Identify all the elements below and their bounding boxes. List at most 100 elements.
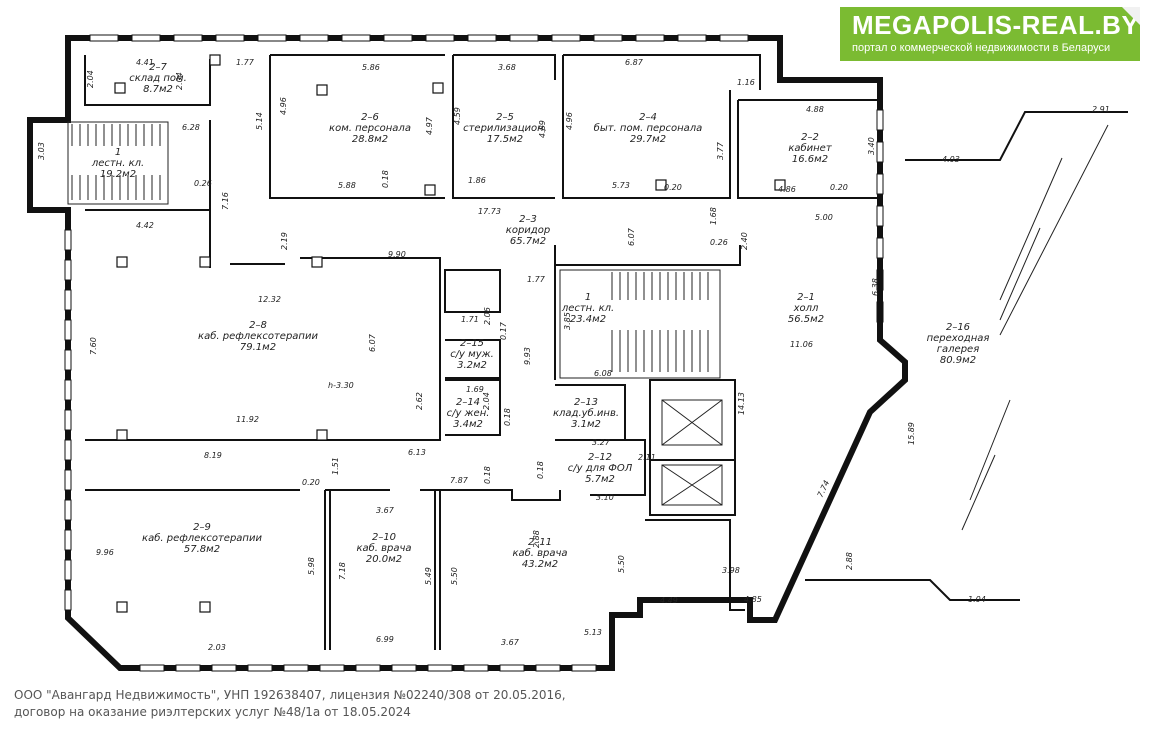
room-label-line: 2–12 (588, 452, 612, 463)
window (64, 229, 72, 251)
dimension-label: 2.03 (208, 643, 226, 652)
dimension-label: 2.40 (740, 232, 749, 250)
room-label-line: ком. персонала (329, 123, 411, 134)
dimension-label: 3.77 (716, 141, 725, 160)
dimension-label: 1.04 (968, 595, 986, 604)
dimension-label: 0.18 (483, 466, 492, 484)
dimension-label: 4.86 (778, 185, 796, 194)
window (719, 34, 749, 42)
dimension-label: 17.73 (478, 207, 501, 216)
dimension-label: 1.51 (331, 457, 340, 475)
dimension-label: 1.77 (236, 58, 255, 67)
window (383, 34, 413, 42)
structural-column (199, 256, 211, 268)
room-label-line: 2–2 (801, 132, 819, 143)
room-label-line: 3.2м2 (457, 360, 487, 371)
window (593, 34, 623, 42)
window (139, 664, 165, 672)
dimension-label: 3.98 (722, 566, 740, 575)
room-label-line: 2–10 (372, 532, 396, 543)
room-label-line: склад пом. (129, 73, 187, 84)
dimension-label: 11.06 (790, 340, 813, 349)
room-label-line: лестн. кл. (561, 303, 614, 314)
stair-frame (67, 121, 169, 205)
dimension-label: 2.04 (175, 72, 184, 90)
window (89, 34, 119, 42)
dimension-label: 6.28 (182, 123, 200, 132)
room-label-line: 2–4 (639, 112, 657, 123)
room-label-line: 2–5 (496, 112, 514, 123)
window (551, 34, 581, 42)
interior-walls (84, 54, 883, 650)
brand-banner[interactable]: MEGAPOLIS-REAL.BY портал о коммерческой … (840, 7, 1140, 61)
dimension-label: 15.89 (907, 422, 916, 445)
dimension-label: 0.20 (830, 183, 848, 192)
structural-column (316, 429, 328, 441)
structural-column (655, 179, 667, 191)
dimension-label: 4.42 (136, 221, 154, 230)
dimension-label: 2.88 (845, 552, 854, 570)
dimension-label: 12.32 (258, 295, 281, 304)
dimension-label: 0.26 (194, 179, 212, 188)
room-label-line: клад.уб.инв. (553, 407, 619, 419)
window (299, 34, 329, 42)
window (64, 439, 72, 461)
dimension-label: 7.18 (338, 562, 347, 580)
stair-frame (559, 269, 721, 379)
room-label-line: лестн. кл. (91, 158, 144, 169)
window (427, 664, 453, 672)
room-label-line: холл (793, 303, 819, 314)
window (509, 34, 539, 42)
room-label-line: 28.8м2 (352, 134, 388, 145)
footer-legal-text: ООО "Авангард Недвижимость", УНП 1926384… (14, 687, 566, 721)
dimension-label: 4.41 (136, 58, 154, 67)
room-label-line: 2–15 (460, 338, 484, 349)
dimension-label: 1.86 (468, 176, 486, 185)
room-label-line: 2–11 (528, 537, 552, 548)
room-label-line: 2–16 (946, 322, 970, 333)
dimension-label: h-3.30 (328, 381, 354, 390)
dimension-label: 4.96 (565, 112, 574, 130)
room-label-line: каб. рефлексотерапии (198, 330, 318, 342)
dimension-label: 5.98 (307, 557, 316, 575)
dimension-label: 2.19 (280, 232, 289, 250)
dimension-label: 2.04 (482, 392, 491, 410)
dimension-label: 3.40 (867, 137, 876, 155)
room-label-line: галерея (937, 344, 979, 355)
columns (114, 54, 786, 613)
dimension-label: 9.96 (96, 548, 114, 557)
window (571, 664, 597, 672)
dimension-label: 14.13 (737, 392, 746, 415)
dimension-label: 3.67 (376, 506, 395, 515)
dimension-label: 6.07 (627, 227, 636, 246)
window (283, 664, 309, 672)
dimension-label: 4.85 (744, 595, 762, 604)
window (876, 173, 884, 195)
dimension-label: 7.60 (89, 337, 98, 355)
dimension-label: 2.06 (483, 307, 492, 325)
room-label-line: 2–14 (456, 397, 480, 408)
dimension-label: 4.49 (660, 596, 678, 605)
dimension-label: 5.50 (450, 567, 459, 585)
window (391, 664, 417, 672)
window (499, 664, 525, 672)
windows (64, 34, 884, 672)
dimension-label: 0.17 (499, 321, 508, 340)
room-label-line: 80.9м2 (940, 355, 976, 366)
window (173, 34, 203, 42)
structural-column (316, 84, 328, 96)
footer-line-1: ООО "Авангард Недвижимость", УНП 1926384… (14, 688, 566, 702)
structural-column (114, 82, 126, 94)
room-label-line: стерилизацион. (463, 123, 547, 134)
dimension-label: 0.20 (302, 478, 320, 487)
window (64, 529, 72, 551)
dimension-label: 3.68 (498, 63, 516, 72)
dimension-label: 8.19 (204, 451, 222, 460)
room-label-line: 16.6м2 (792, 154, 828, 165)
room-label-line: с/у жен. (447, 408, 490, 419)
